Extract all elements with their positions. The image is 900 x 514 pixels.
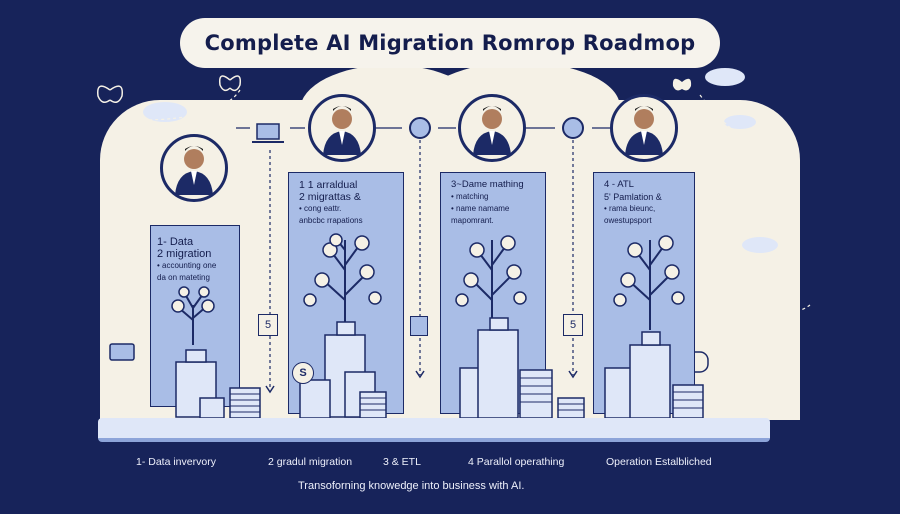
person-icon [625, 106, 663, 155]
panel-line: • cong eattr. [299, 204, 342, 213]
node-icon [171, 233, 685, 313]
arrowhead [265, 370, 578, 394]
panel-line: owestupsport [604, 216, 652, 225]
panel-line: da on mateting [157, 273, 210, 282]
network-tree-icon [178, 239, 673, 345]
dashed-connector [269, 140, 574, 390]
stage-label-1: 1- Data invervory [136, 456, 216, 468]
stage-label-3: 3 & ETL [383, 456, 421, 468]
avatar [160, 134, 228, 202]
clock-icon [562, 117, 584, 139]
person-icon [323, 106, 361, 155]
lightbulb-icon [720, 298, 744, 323]
panel-line: anbcbc rrapations [299, 216, 363, 225]
avatar [458, 94, 526, 162]
coin-ridges [230, 377, 703, 413]
coin-badge: S [292, 362, 314, 384]
connector-arrow [139, 89, 241, 121]
panel-line: • matching [451, 192, 489, 201]
cloud-icon [724, 115, 756, 129]
clock-icon [409, 117, 431, 139]
panel-line: 3~Dame mathing [451, 179, 524, 190]
platform-base [98, 418, 770, 442]
avatar [308, 94, 376, 162]
step-marker: 5 [258, 314, 278, 336]
title-banner: Complete AI Migration Romrop Roadmop [180, 18, 720, 68]
cloud-icon [742, 237, 778, 253]
page-title: Complete AI Migration Romrop Roadmop [204, 31, 696, 55]
stage-label-2: 2 gradul migration [268, 456, 353, 468]
cloud-icon [705, 68, 745, 86]
panel-line: 5' Pamlation & [604, 192, 662, 202]
document-icon [410, 316, 428, 336]
panel-line: 1- Data [157, 236, 194, 248]
person-icon [175, 146, 213, 195]
panel-line: • accounting one [157, 261, 217, 270]
tagline: Transoforning knowedge into business wit… [298, 480, 525, 492]
connector-arrow [699, 94, 761, 146]
butterfly-icon [97, 85, 123, 103]
butterfly-icon [725, 151, 751, 168]
panel-line: 2 migrattas & [299, 191, 361, 203]
avatar [610, 94, 678, 162]
person-icon [473, 106, 511, 155]
step-marker: 5 [563, 314, 583, 336]
panel-line: • name namame [451, 204, 510, 213]
butterfly-icon [218, 75, 242, 92]
panel-line: • rama bieunc, [604, 204, 656, 213]
stage-label-5: Operation Estalbliched [606, 456, 712, 468]
panel-line: mapomrant. [451, 216, 494, 225]
briefcase-icon [109, 343, 135, 361]
panel-line: 1 1 arraldual [299, 179, 358, 191]
laptop-icon [256, 123, 280, 140]
butterfly-icon [672, 78, 692, 91]
butterfly-icon [715, 203, 745, 224]
stage-label-4: 4 Parallol operathing [468, 456, 565, 468]
panel-line: 2 migration [157, 248, 212, 260]
coin-stack-icon [175, 317, 704, 419]
cloud-icon [143, 102, 187, 122]
panel-line: 4 - ATL [604, 179, 634, 190]
